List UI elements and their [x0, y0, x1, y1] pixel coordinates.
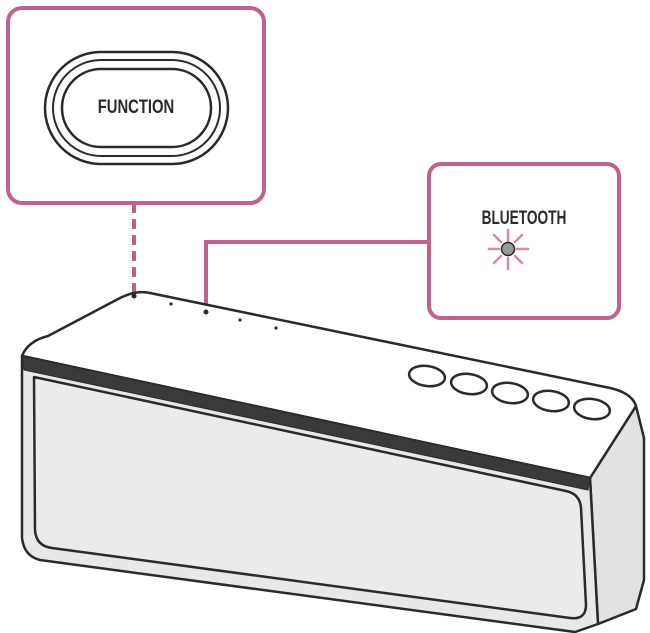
bluetooth-indicator-icon	[500, 241, 516, 257]
bluetooth-label: BLUETOOTH	[482, 207, 567, 229]
function-button-icon	[60, 67, 213, 149]
bluetooth-callout: BLUETOOTH	[204, 162, 621, 320]
function-callout: FUNCTION	[6, 6, 266, 296]
speaker-top-panel	[20, 290, 638, 480]
speaker-button-5	[572, 397, 612, 421]
speaker-top-markers	[131, 293, 278, 330]
function-label: FUNCTION	[98, 96, 174, 117]
bluetooth-light-rays-icon	[487, 228, 530, 271]
speaker-grille	[32, 375, 588, 620]
speaker-button-1	[407, 364, 447, 388]
speaker-button-4	[531, 389, 571, 413]
function-button-middle-ring	[52, 59, 221, 157]
bluetooth-callout-box	[427, 162, 621, 320]
speaker-button-3	[490, 381, 530, 405]
speaker-buttons	[407, 364, 612, 421]
speaker-button-2	[449, 372, 489, 396]
speaker	[20, 290, 646, 633]
speaker-edge-band	[21, 355, 591, 491]
bluetooth-leader-line	[204, 240, 429, 310]
